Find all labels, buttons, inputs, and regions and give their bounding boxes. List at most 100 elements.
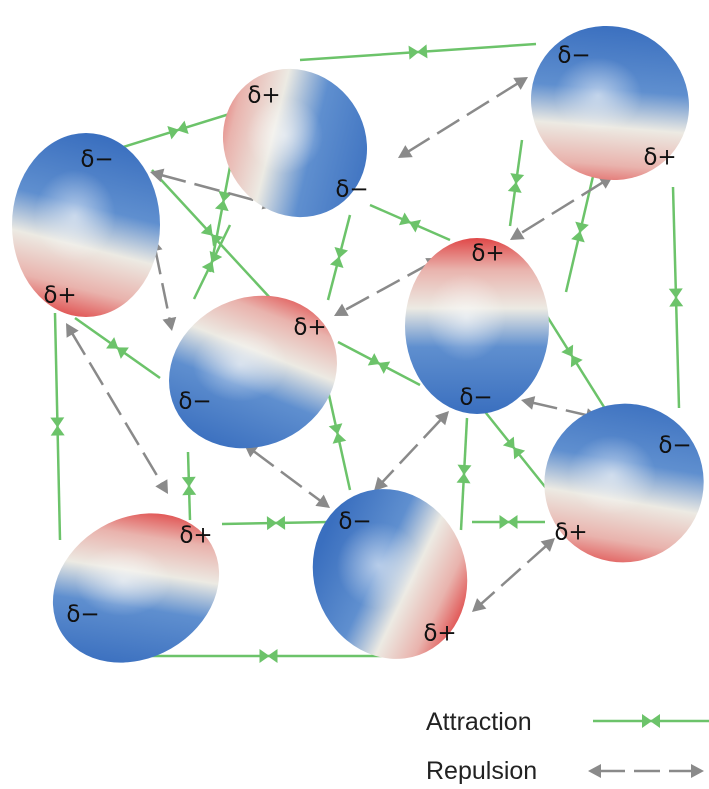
molecule-3: δ− δ+ [12,133,160,317]
repulsion-arrowhead [398,145,413,158]
molecule-1: δ−δ+ [222,68,369,218]
partial-positive-label: δ+ [43,283,76,309]
partial-positive-label: δ+ [643,145,676,171]
partial-negative-label: δ− [557,43,590,69]
repulsion-connector [398,77,528,158]
attraction-arrowhead [510,173,525,184]
partial-positive-label: δ+ [554,520,587,546]
attraction-arrowhead [398,212,411,226]
attraction-arrowhead [513,447,526,460]
repulsion-arrowhead [513,77,528,90]
repulsion-connector [66,323,168,494]
attraction-arrowhead [181,476,196,487]
attraction-arrowhead [650,714,660,728]
molecule-5: δ− δ+ [405,238,549,414]
attraction-arrowhead [457,464,472,475]
repulsion-connector [244,444,330,508]
repulsion-arrowhead [521,396,536,410]
molecule-highlight [554,57,642,134]
repulsion-arrowhead [374,476,388,491]
partial-positive-label: δ+ [293,315,326,341]
attraction-arrowhead [408,45,419,60]
attraction-arrowhead [332,432,347,444]
attraction-connector [119,110,237,150]
attraction-arrowhead [116,347,129,359]
attraction-connector [538,304,606,408]
attraction-connector [593,714,709,728]
attraction-arrowhead [267,649,278,663]
attraction-arrowhead [367,353,380,366]
molecule-8: δ− δ+ [312,489,468,659]
repulsion-arrowhead [162,316,177,331]
attraction-arrowhead [499,515,510,529]
attraction-connector [145,649,392,663]
partial-negative-label: δ− [80,147,113,173]
attraction-arrowhead [214,200,229,212]
legend-attraction-label: Attraction [426,708,532,736]
attraction-arrowhead [417,44,428,59]
attraction-arrowhead [167,125,179,140]
attraction-arrowhead [456,473,471,484]
attraction-connector [192,224,232,300]
repulsion-arrowhead [691,764,704,778]
repulsion-arrowhead [435,411,449,426]
attraction-arrowhead [334,247,349,259]
repulsion-connector [374,411,449,491]
partial-positive-label: δ+ [471,241,504,267]
attraction-connector [481,407,547,489]
attraction-arrowhead [275,515,286,530]
molecule-highlight [192,327,288,402]
attraction-arrowhead [561,344,574,357]
molecule-2: δ− δ+ [530,25,690,181]
partial-negative-label: δ− [178,389,211,415]
molecule-highlight [246,97,323,174]
molecule-6: δ− δ+ [544,403,704,563]
attraction-connector [221,515,331,531]
attraction-arrowhead [570,355,583,368]
partial-positive-label: δ+ [179,523,212,549]
attraction-arrowhead [409,219,422,233]
partial-negative-label: δ− [459,385,492,411]
attraction-arrowhead [266,516,277,531]
partial-positive-label: δ+ [247,83,280,109]
molecule-highlight [34,169,116,262]
partial-negative-label: δ− [66,602,99,628]
repulsion-arrowhead [510,227,525,240]
attraction-arrowhead [177,120,189,135]
partial-negative-label: δ− [338,509,371,535]
attraction-arrowhead [259,649,270,663]
repulsion-arrowhead [155,479,168,494]
repulsion-connector [588,764,704,778]
repulsion-arrowhead [66,323,79,338]
attraction-connector [337,340,421,387]
repulsion-connector [510,176,613,240]
attraction-arrowhead [50,417,65,428]
attraction-arrowhead [507,515,518,529]
attraction-arrowhead [328,423,343,435]
attraction-arrowhead [201,261,215,274]
attraction-connector [299,42,537,62]
repulsion-arrowhead [150,168,165,183]
repulsion-arrowhead [540,538,555,552]
attraction-connector [50,312,65,541]
partial-positive-label: δ+ [423,621,456,647]
attraction-arrowhead [209,250,223,263]
attraction-arrowhead [378,361,391,374]
repulsion-arrowhead [315,494,330,508]
attraction-connector [74,316,161,380]
attraction-arrowhead [642,714,652,728]
attraction-arrowhead [182,485,197,496]
attraction-connector [326,214,352,301]
molecule-highlight [426,273,506,362]
molecule-highlight [568,435,656,515]
attraction-connector [472,515,545,529]
attraction-arrowhead [507,182,522,193]
partial-negative-label: δ− [658,433,691,459]
attraction-arrowhead [200,223,213,236]
attraction-arrowhead [502,436,515,449]
molecule-highlight [336,522,421,609]
attraction-connector [507,139,525,227]
attraction-connector [181,451,197,521]
molecule-4: δ− δ+ [169,295,337,449]
